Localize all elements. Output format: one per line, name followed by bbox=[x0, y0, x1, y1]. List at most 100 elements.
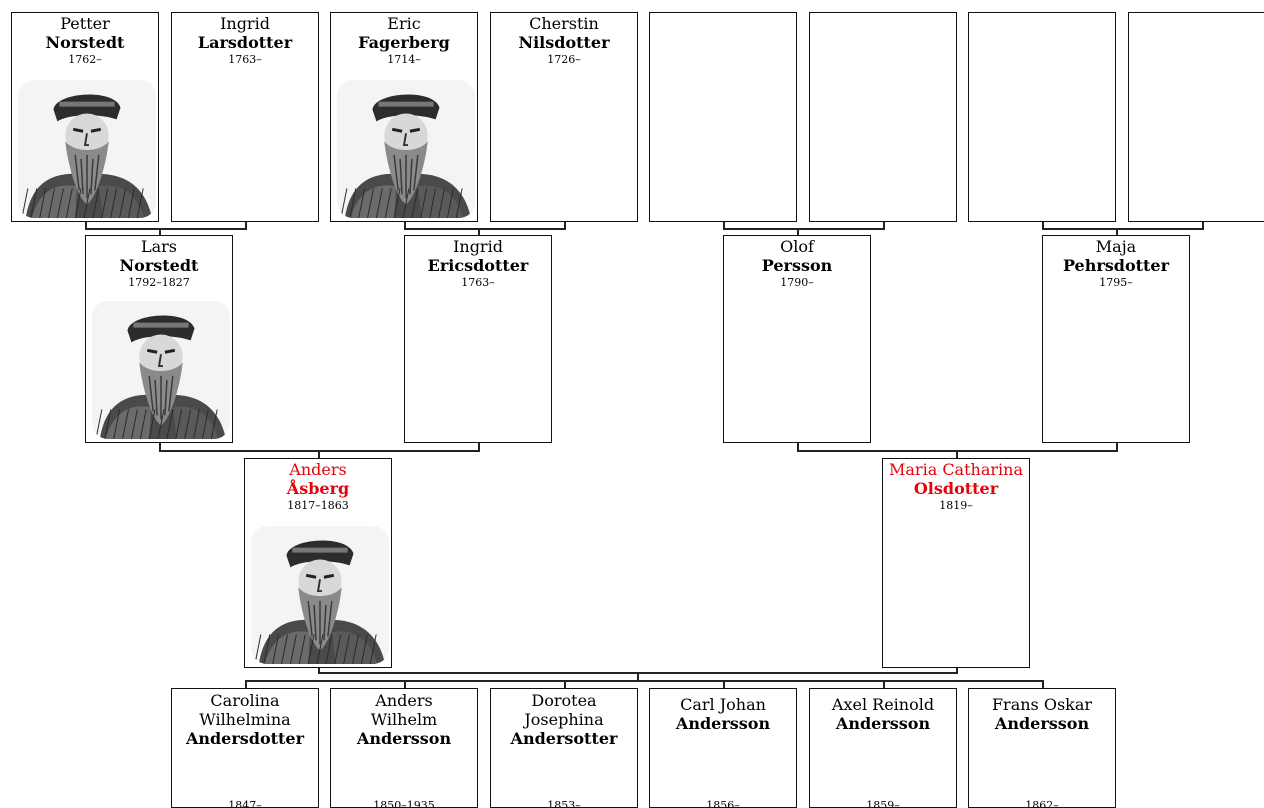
person-given-name: Maria Catharina bbox=[889, 460, 1023, 479]
person-surname: Andersotter bbox=[510, 729, 618, 748]
connector-line bbox=[245, 680, 247, 688]
portrait-engraving-icon bbox=[251, 526, 389, 664]
person-surname: Åsberg bbox=[286, 479, 350, 498]
connector-line bbox=[478, 443, 480, 451]
portrait-engraving-icon bbox=[18, 80, 156, 218]
person-surname: Nilsdotter bbox=[518, 33, 610, 52]
person-given-name: Maja bbox=[1095, 237, 1137, 256]
person-years: 1859– bbox=[866, 799, 900, 808]
connector-line bbox=[956, 668, 958, 673]
connector-line bbox=[85, 228, 247, 230]
person-years: 1790– bbox=[780, 276, 814, 289]
person-given-name: Dorotea Josephina bbox=[524, 691, 604, 729]
person-given-name: Cherstin bbox=[529, 14, 599, 33]
connector-line bbox=[1042, 222, 1044, 229]
person-years: 1763– bbox=[461, 276, 495, 289]
person-surname: Andersdotter bbox=[185, 729, 305, 748]
person-card-ggp5[interactable] bbox=[649, 12, 797, 222]
person-given-name: Carolina Wilhelmina bbox=[199, 691, 291, 729]
person-years: 1792–1827 bbox=[128, 276, 190, 289]
person-surname: Andersson bbox=[356, 729, 452, 748]
connector-line bbox=[1116, 228, 1118, 235]
connector-line bbox=[956, 450, 958, 458]
person-given-name bbox=[969, 13, 1115, 14]
person-given-name: Carl Johan bbox=[680, 695, 766, 714]
connector-line bbox=[564, 680, 566, 688]
connector-line bbox=[159, 228, 161, 235]
person-years: 1853– bbox=[547, 799, 581, 808]
person-given-name: Lars bbox=[140, 237, 178, 256]
person-years: 1856– bbox=[706, 799, 740, 808]
person-years: 1847– bbox=[228, 799, 262, 808]
person-given-name bbox=[810, 13, 956, 14]
person-given-name: Ingrid bbox=[220, 14, 270, 33]
person-years: 1726– bbox=[547, 53, 581, 66]
connector-line bbox=[564, 222, 566, 229]
person-years: 1819– bbox=[939, 499, 973, 512]
person-years: 1763– bbox=[228, 53, 262, 66]
person-surname: Norstedt bbox=[119, 256, 199, 275]
portrait-engraving-icon bbox=[92, 301, 230, 439]
person-years: 1714– bbox=[387, 53, 421, 66]
connector-line bbox=[723, 222, 725, 229]
connector-line bbox=[723, 228, 885, 230]
connector-line bbox=[797, 228, 799, 235]
person-years: 1817–1863 bbox=[287, 499, 349, 512]
person-surname: Pehrsdotter bbox=[1062, 256, 1170, 275]
connector-line bbox=[1116, 443, 1118, 451]
person-given-name: Frans Oskar bbox=[991, 695, 1093, 714]
connector-line bbox=[1042, 228, 1204, 230]
connector-line bbox=[723, 680, 725, 688]
person-surname: Andersson bbox=[835, 714, 931, 733]
connector-line bbox=[797, 443, 799, 451]
person-surname: Persson bbox=[761, 256, 833, 275]
person-given-name bbox=[650, 13, 796, 14]
person-given-name bbox=[1129, 13, 1264, 14]
person-years: 1795– bbox=[1099, 276, 1133, 289]
person-surname: Andersson bbox=[675, 714, 771, 733]
person-card-ggp8[interactable] bbox=[1128, 12, 1264, 222]
connector-line bbox=[404, 222, 406, 229]
portrait-engraving-icon bbox=[337, 80, 475, 218]
person-given-name: Petter bbox=[60, 14, 110, 33]
connector-line bbox=[478, 228, 480, 235]
connector-line bbox=[404, 680, 406, 688]
person-years: 1862– bbox=[1025, 799, 1059, 808]
person-years: 1762– bbox=[68, 53, 102, 66]
person-given-name: Olof bbox=[780, 237, 814, 256]
person-given-name: Eric bbox=[387, 14, 421, 33]
connector-line bbox=[883, 680, 885, 688]
connector-line bbox=[159, 443, 161, 451]
person-given-name: Ingrid bbox=[453, 237, 503, 256]
connector-line bbox=[1202, 222, 1204, 229]
connector-line bbox=[883, 222, 885, 229]
person-given-name: Axel Reinold bbox=[831, 695, 935, 714]
person-surname: Andersson bbox=[994, 714, 1090, 733]
person-surname: Ericsdotter bbox=[427, 256, 529, 275]
connector-line bbox=[637, 672, 639, 681]
person-card-ggp7[interactable] bbox=[968, 12, 1116, 222]
person-surname: Norstedt bbox=[45, 33, 125, 52]
person-card-ggp6[interactable] bbox=[809, 12, 957, 222]
connector-line bbox=[1042, 680, 1044, 688]
connector-line bbox=[245, 680, 1044, 682]
person-given-name: Anders Wilhelm bbox=[370, 691, 438, 729]
connector-line bbox=[318, 668, 320, 673]
person-surname: Fagerberg bbox=[358, 33, 450, 52]
person-surname: Larsdotter bbox=[197, 33, 293, 52]
connector-line bbox=[404, 228, 566, 230]
person-surname: Olsdotter bbox=[913, 479, 999, 498]
